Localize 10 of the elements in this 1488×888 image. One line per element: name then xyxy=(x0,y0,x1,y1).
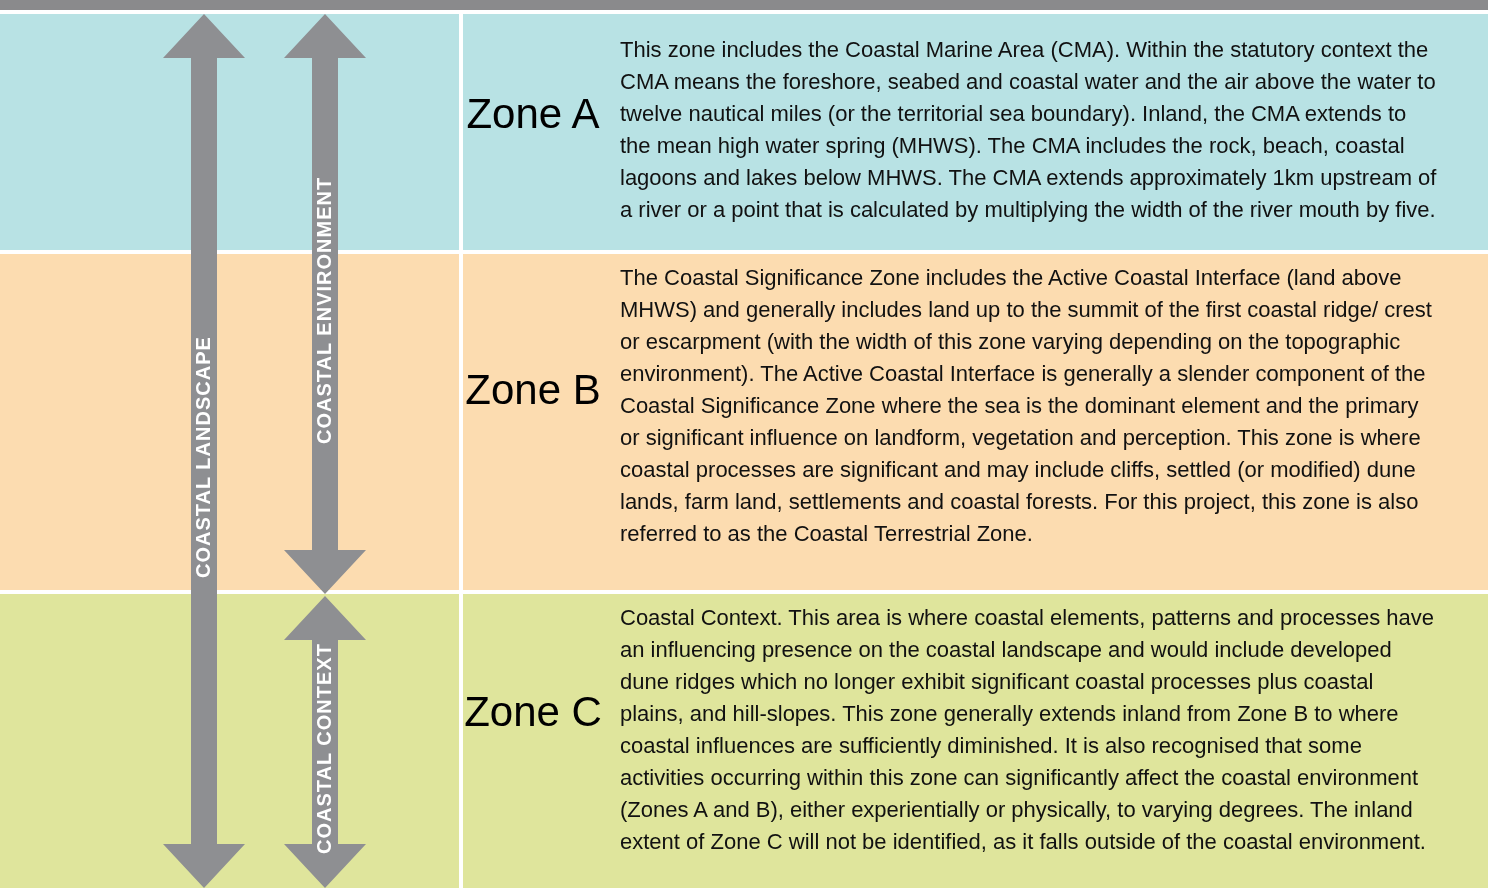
zone-title: Zone C xyxy=(463,690,603,734)
zone-band xyxy=(0,594,1488,888)
zone-description: Coastal Context. This area is where coastal elements, patterns and processes have an influencing presence on the coastal landscape and would include developed dune ridges which no longer exhibit significant coastal processes plus coastal plains, and hill-slopes. This zone generally extends inland from Zone B to where coastal influences are sufficiently diminished. It is also recognised that some activities occurring within this zone can significantly affect the coastal environment (Zones A and B), either experientially or physically, to varying degrees. The inland extent of Zone C will not be identified, as it falls outside of the coastal environment. xyxy=(620,604,1436,856)
arrow-label: COASTAL CONTEXT xyxy=(313,643,336,854)
arrow-label: COASTAL ENVIRONMENT xyxy=(313,176,336,444)
arrow-label: COASTAL LANDSCAPE xyxy=(192,336,215,578)
zone-title: Zone A xyxy=(465,92,601,136)
zone-description: This zone includes the Coastal Marine Area (CMA). Within the statutory context the CMA means the foreshore, seabed and coastal water and the air above the water to twelve nautical miles (or the territorial sea boundary). Inland, the CMA extends to the mean high water spring (MHWS). The CMA includes the rock, beach, coastal lagoons and lakes below MHWS. The CMA extends approximately 1km upstream of a river or a point that is calculated by multiplying the width of the river mouth by five. xyxy=(620,36,1438,224)
zone-title: Zone B xyxy=(464,368,602,412)
zone-description: The Coastal Significance Zone includes the Active Coastal Interface (land above MHWS) and generally includes land up to the summit of the first coastal ridge/ crest or escarpment (with the width of this zone varying depending on the topographic environment). The Active Coastal Interface is generally a slender component of the Coastal Significance Zone where the sea is the dominant element and the primary or significant influence on landform, vegetation and perception. This zone is where coastal processes are significant and may include cliffs, settled (or modified) dune lands, farm land, settlements and coastal forests. For this project, this zone is also referred to as the Coastal Terrestrial Zone. xyxy=(620,264,1433,548)
